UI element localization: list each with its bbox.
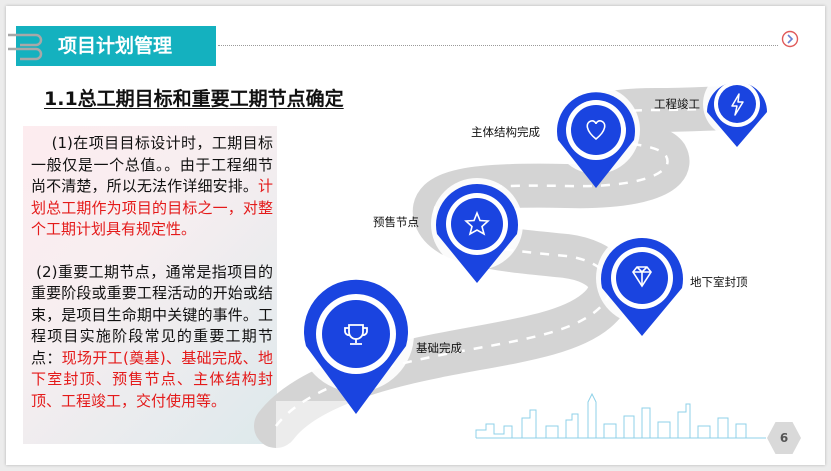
- milestone-label-main-structure: 主体结构完成: [471, 125, 540, 139]
- milestone-marker-main-structure: [552, 86, 640, 188]
- lightning-icon: [731, 93, 744, 116]
- heart-icon: [586, 120, 606, 141]
- description-box: (1)在项目目标设计时，工期目标一般仅是一个总值。。由于工程细节尚不清楚，所以无…: [23, 126, 277, 444]
- section-subtitle: 1.1总工期目标和重要工期节点确定: [44, 88, 344, 110]
- milestone-marker-basement: [596, 232, 688, 336]
- milestone-label-presale: 预售节点: [373, 215, 419, 229]
- road-map-illustration: [254, 70, 771, 465]
- star-icon: [464, 210, 490, 236]
- paragraph-1: (1)在项目目标设计时，工期目标一般仅是一个总值。。由于工程细节尚不清楚，所以无…: [31, 133, 273, 241]
- paragraph-1-text: (1)在项目目标设计时，工期目标一般仅是一个总值。。由于工程细节尚不清楚，所以无…: [31, 134, 274, 195]
- milestone-marker-presale: [431, 178, 523, 283]
- binder-rings-icon: [8, 33, 43, 61]
- milestone-label-completion: 工程竣工: [654, 97, 700, 111]
- header-divider: [218, 45, 778, 46]
- page-number: 6: [767, 422, 801, 454]
- next-arrow-icon[interactable]: [781, 30, 799, 48]
- header-title: 项目计划管理: [58, 35, 173, 57]
- paragraph-2-text: (2)重要工期节点，通常是指项目的重要阶段或重要工程活动的开始或结束，是项目生命…: [31, 262, 273, 367]
- paragraph-2: (2)重要工期节点，通常是指项目的重要阶段或重要工程活动的开始或结束，是项目生命…: [31, 262, 273, 413]
- paragraph-2-highlight: 现场开工(奠基)、基础完成、地下室封顶、预售节点、主体结构封顶、工程竣工，交付使…: [31, 348, 273, 410]
- milestone-label-foundation: 基础完成: [416, 341, 462, 355]
- milestone-marker-foundation: [298, 276, 414, 414]
- header-band: [16, 26, 216, 66]
- city-skyline: [475, 392, 766, 439]
- trophy-icon: [344, 324, 368, 345]
- diamond-icon: [632, 266, 652, 288]
- slide: 项目计划管理 1.1总工期目标和重要工期节点确定 (1)在项目目标设计时，工期目…: [6, 6, 825, 465]
- milestone-marker-completion: [703, 70, 771, 147]
- paragraph-1-highlight: 计划总工期作为项目的目标之一，对整个工期计划具有规定性。: [31, 177, 273, 238]
- milestone-label-basement: 地下室封顶: [690, 275, 748, 289]
